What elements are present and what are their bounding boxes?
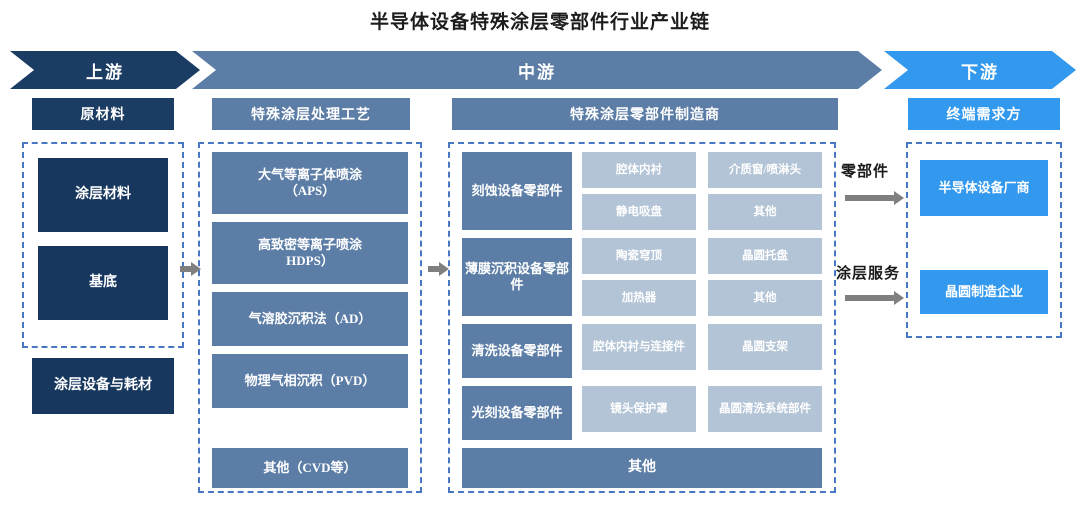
item-chamber-liner: 腔体内衬 (582, 152, 696, 188)
item-dielectric-window: 介质窗/喷淋头 (708, 152, 822, 188)
item-electrostatic-chuck: 静电吸盘 (582, 194, 696, 230)
banner-midstream: 中游 (192, 51, 882, 89)
arrow-service-to-downstream (845, 291, 904, 305)
box-process-aps: 大气等离子体喷涂（APS） (212, 152, 408, 214)
item-wafer-holder: 晶圆支架 (708, 324, 822, 370)
header-end-demand: 终端需求方 (908, 98, 1060, 130)
group-raw-materials (22, 142, 184, 348)
item-deposition-other: 其他 (708, 280, 822, 316)
box-category-etching: 刻蚀设备零部件 (462, 152, 572, 230)
page-title: 半导体设备特殊涂层零部件行业产业链 (369, 12, 710, 33)
header-coating-process: 特殊涂层处理工艺 (212, 98, 410, 130)
arrow-parts-to-downstream (845, 191, 904, 205)
box-category-deposition: 薄膜沉积设备零部件 (462, 238, 572, 316)
box-process-other: 其他（CVD等） (212, 448, 408, 488)
box-wafer-fab: 晶圆制造企业 (920, 270, 1048, 314)
group-manufacturer (448, 142, 836, 493)
arrow-upstream-to-process (180, 262, 201, 276)
header-parts-manufacturer: 特殊涂层零部件制造商 (452, 98, 838, 130)
group-coating-process (198, 142, 422, 493)
banner-upstream: 上游 (10, 51, 200, 89)
box-process-ad: 气溶胶沉积法（AD） (212, 292, 408, 346)
box-category-litho: 光刻设备零部件 (462, 386, 572, 440)
group-downstream (906, 142, 1062, 338)
box-process-pvd: 物理气相沉积（PVD） (212, 354, 408, 408)
arrow-process-to-manufacturer (428, 262, 449, 276)
item-etching-other: 其他 (708, 194, 822, 230)
label-coating-service: 涂层服务 (836, 266, 901, 282)
label-parts: 零部件 (841, 164, 890, 180)
box-manufacturer-other: 其他 (462, 448, 822, 488)
item-heater: 加热器 (582, 280, 696, 316)
box-category-cleaning: 清洗设备零部件 (462, 324, 572, 378)
banner-downstream: 下游 (884, 51, 1076, 89)
box-coating-equipment-consumables: 涂层设备与耗材 (32, 358, 174, 414)
item-ceramic-dome: 陶瓷穹顶 (582, 238, 696, 274)
item-lens-cover: 镜头保护罩 (582, 386, 696, 432)
item-liner-connector: 腔体内衬与连接件 (582, 324, 696, 370)
item-wafer-tray: 晶圆托盘 (708, 238, 822, 274)
box-equipment-vendor: 半导体设备厂商 (920, 160, 1048, 216)
box-coating-material: 涂层材料 (38, 158, 168, 232)
item-wafer-clean-parts: 晶圆清洗系统部件 (708, 386, 822, 432)
box-substrate: 基底 (38, 246, 168, 320)
header-raw-materials: 原材料 (32, 98, 174, 130)
